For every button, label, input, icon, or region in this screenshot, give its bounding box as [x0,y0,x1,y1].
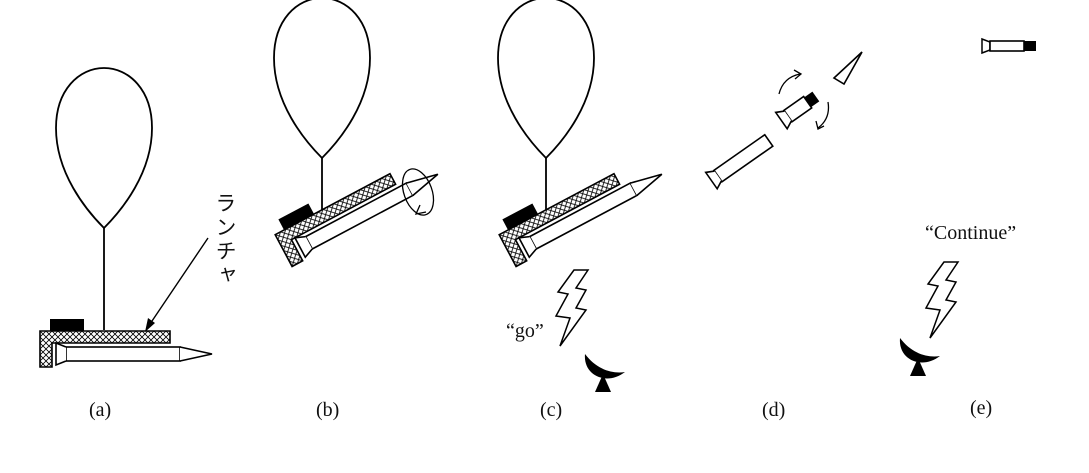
launcher-pointer-arrowhead [145,318,155,332]
ground-antenna-e-icon [899,338,940,376]
spin-arrowhead-lower-icon [815,120,825,130]
spin-arrowhead-upper-icon [793,69,803,80]
lightning-bolt-e-icon [925,261,959,339]
panel-d [704,51,863,191]
launcher-a [39,318,213,368]
panel-b [268,0,445,268]
continue-command-label: “Continue” [925,222,1017,244]
panel-label-d: (d) [762,399,786,421]
panel-label-c: (c) [540,399,563,421]
balloon-b [273,0,371,159]
go-command-label: “go” [506,320,544,342]
launcher-label: ランチャ [213,192,237,288]
balloon-c [497,0,595,159]
payload-stage [981,37,1036,55]
upper-stage [774,91,820,131]
rotation-arrow-icon [414,204,427,215]
panel-c [492,0,669,392]
launcher-c [492,142,669,268]
launcher-pointer-line [149,237,209,325]
panel-label-a: (a) [89,399,112,421]
ground-antenna-c-icon [584,354,625,392]
panel-e [899,37,1036,376]
balloon-a [55,67,153,229]
panel-label-e: (e) [970,397,993,419]
spin-arrow-upper [778,73,801,95]
rotation-ellipse [401,168,435,216]
launcher-b [268,142,445,268]
booster-stage [704,133,774,191]
panel-label-b: (b) [316,399,340,421]
panel-a [39,67,213,368]
nose-cone [832,51,863,86]
lightning-bolt-c-icon [555,269,589,347]
spin-arrow-lower [817,101,830,129]
